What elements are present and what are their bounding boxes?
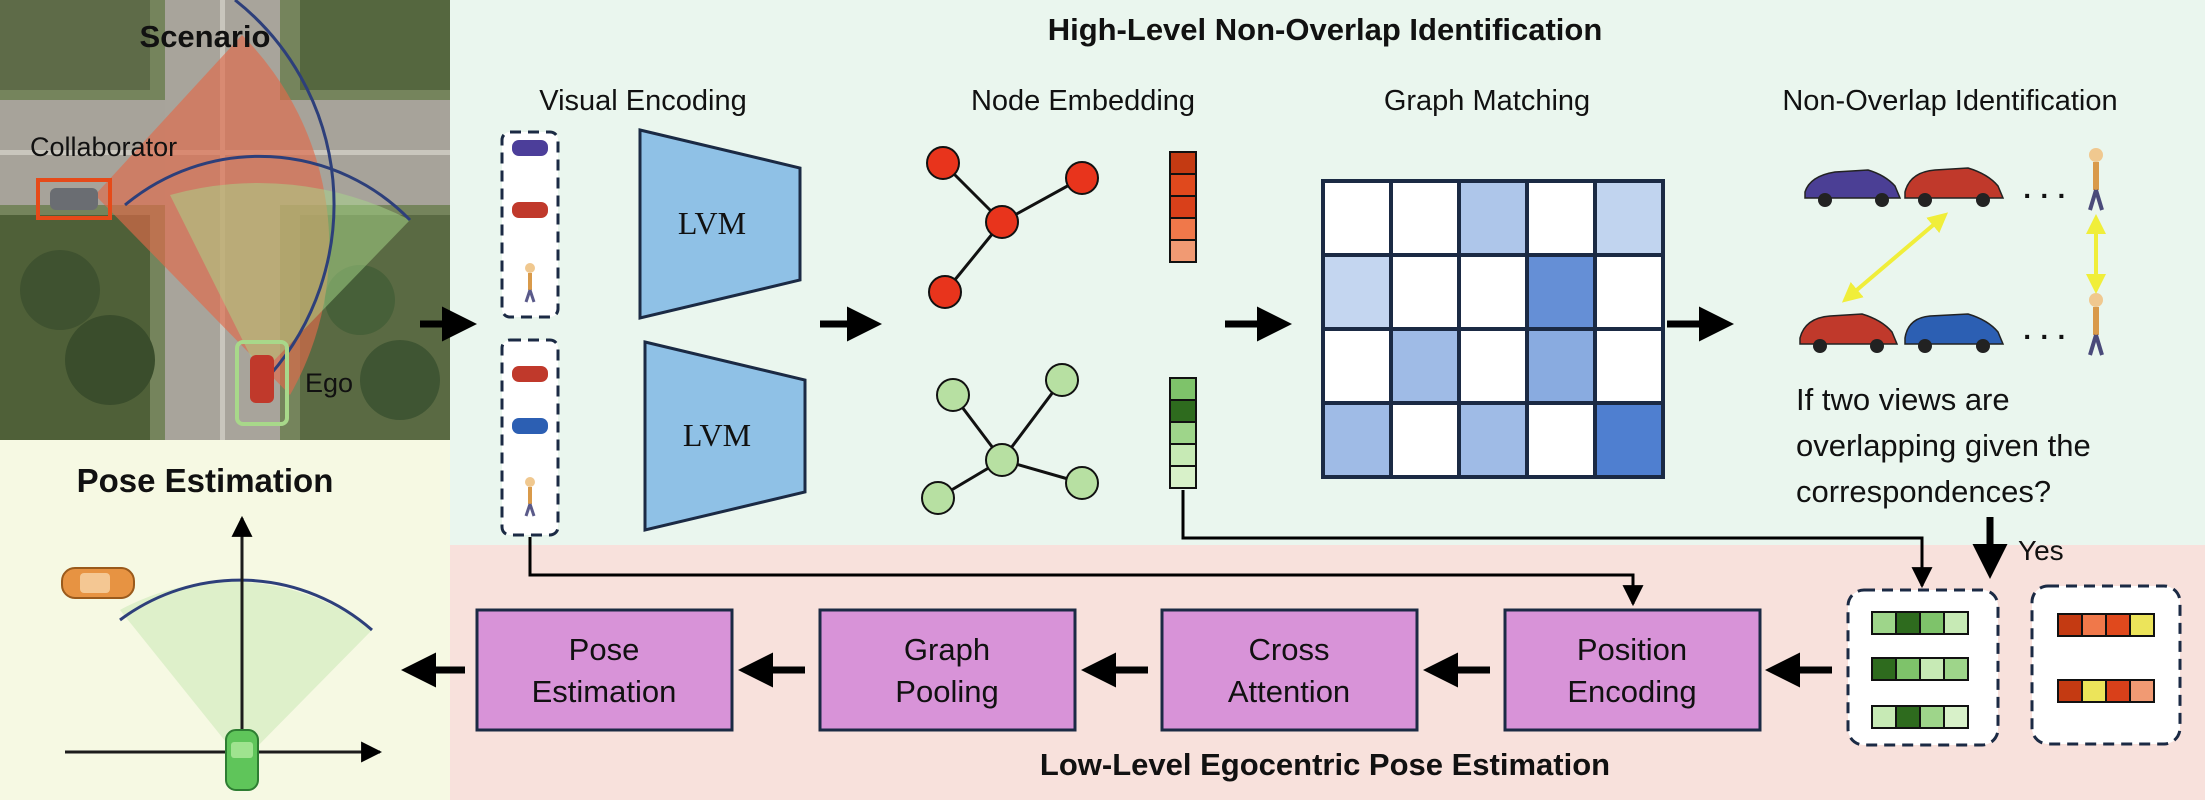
pipeline-label: Cross (1249, 632, 1330, 667)
matrix-cell (1393, 257, 1457, 327)
stage-non-overlap: Non-Overlap Identification (1782, 85, 2117, 117)
pipeline-label: Pooling (895, 674, 998, 709)
pipeline-box-graph-pooling: Graph Pooling (818, 608, 1077, 732)
high-level-title: High-Level Non-Overlap Identification (1048, 12, 1603, 47)
pipeline-box-pose-estimation: Pose Estimation (475, 608, 734, 732)
graph-node (1065, 161, 1099, 195)
pipeline-box-cross-attention: Cross Attention (1160, 608, 1419, 732)
question-line-2: overlapping given the (1796, 428, 2091, 463)
graph-node (985, 205, 1019, 239)
lvm-label-bottom: LVM (683, 417, 751, 453)
pipeline-label: Encoding (1567, 674, 1696, 709)
pedestrian-icon (524, 477, 536, 517)
question-line-1: If two views are (1796, 382, 2010, 417)
stage-node-embedding: Node Embedding (971, 85, 1195, 117)
graph-node (1045, 363, 1079, 397)
matrix-cell (1461, 331, 1525, 401)
ego-view-sector (170, 183, 410, 375)
correspondence-illustration: · · · · · · (1799, 148, 2106, 356)
matched-features-green (1846, 588, 2000, 747)
matching-matrix (1321, 179, 1665, 479)
yes-label: Yes (2018, 535, 2064, 566)
ellipsis-bottom: · · · (2023, 321, 2067, 352)
pose-plot (61, 515, 383, 791)
low-level-title: Low-Level Egocentric Pose Estimation (1040, 747, 1610, 782)
matrix-cell (1393, 183, 1457, 253)
matrix-cell (1529, 257, 1593, 327)
stage-visual-encoding: Visual Encoding (539, 85, 746, 117)
matrix-cell (1461, 257, 1525, 327)
scenario-image (0, 0, 450, 440)
matrix-cell (1461, 405, 1525, 475)
pedestrian-icon (524, 263, 536, 303)
question-line-3: correspondences? (1796, 474, 2051, 509)
matrix-cell (1529, 405, 1593, 475)
lvm-label-top: LVM (678, 205, 746, 241)
object-crops-top (500, 130, 560, 319)
graph-ego (921, 363, 1099, 515)
object-crops-bottom (500, 338, 560, 537)
car-icon (1804, 169, 1902, 207)
matrix-cell (1461, 183, 1525, 253)
lvm-encoder-bottom: LVM (643, 340, 807, 532)
pose-panel-title: Pose Estimation (77, 462, 334, 499)
car-icon (1799, 313, 1899, 353)
ellipsis-top: · · · (2023, 180, 2067, 211)
lvm-encoder-top: LVM (638, 128, 802, 320)
connector-embedding-to-features (1181, 490, 1933, 589)
matrix-cell (1325, 331, 1389, 401)
pedestrian-icon (2088, 148, 2104, 211)
ego-label: Ego (305, 368, 353, 398)
stage-graph-matching: Graph Matching (1384, 85, 1590, 117)
matrix-cell (1597, 257, 1661, 327)
collaborator-box (36, 178, 112, 220)
matrix-cell (1393, 405, 1457, 475)
matched-features-red (2030, 584, 2182, 746)
pipeline-label: Estimation (532, 674, 677, 709)
collaborator-label: Collaborator (30, 132, 177, 162)
graph-node (921, 481, 955, 515)
ego-box (235, 340, 289, 426)
matrix-cell (1393, 331, 1457, 401)
scenario-title: Scenario (140, 19, 271, 54)
pipeline-label: Pose (569, 632, 640, 667)
matrix-cell (1325, 183, 1389, 253)
matrix-cell (1325, 257, 1389, 327)
matrix-cell (1529, 183, 1593, 253)
collaborator-car-icon (61, 567, 135, 599)
correspondence-arrow (1841, 212, 1949, 303)
pipeline-label: Graph (904, 632, 990, 667)
graph-node (936, 378, 970, 412)
pipeline-box-position-encoding: Position Encoding (1503, 608, 1762, 732)
matrix-cell (1529, 331, 1593, 401)
car-icon (1904, 313, 2005, 353)
graph-node (985, 443, 1019, 477)
car-icon (1904, 167, 2005, 207)
matrix-cell (1597, 183, 1661, 253)
pedestrian-icon (2088, 293, 2104, 356)
matrix-cell (1597, 405, 1661, 475)
graph-collaborator (926, 146, 1099, 309)
graph-node (928, 275, 962, 309)
matrix-cell (1597, 331, 1661, 401)
ego-car-icon (225, 729, 259, 791)
embedding-green (1169, 377, 1197, 489)
matrix-cell (1325, 405, 1389, 475)
pipeline-label: Attention (1228, 674, 1350, 709)
connector-crops-to-position-encoding (528, 537, 1644, 607)
graph-node (926, 146, 960, 180)
embedding-red (1169, 151, 1197, 263)
pipeline-label: Position (1577, 632, 1687, 667)
graph-node (1065, 466, 1099, 500)
